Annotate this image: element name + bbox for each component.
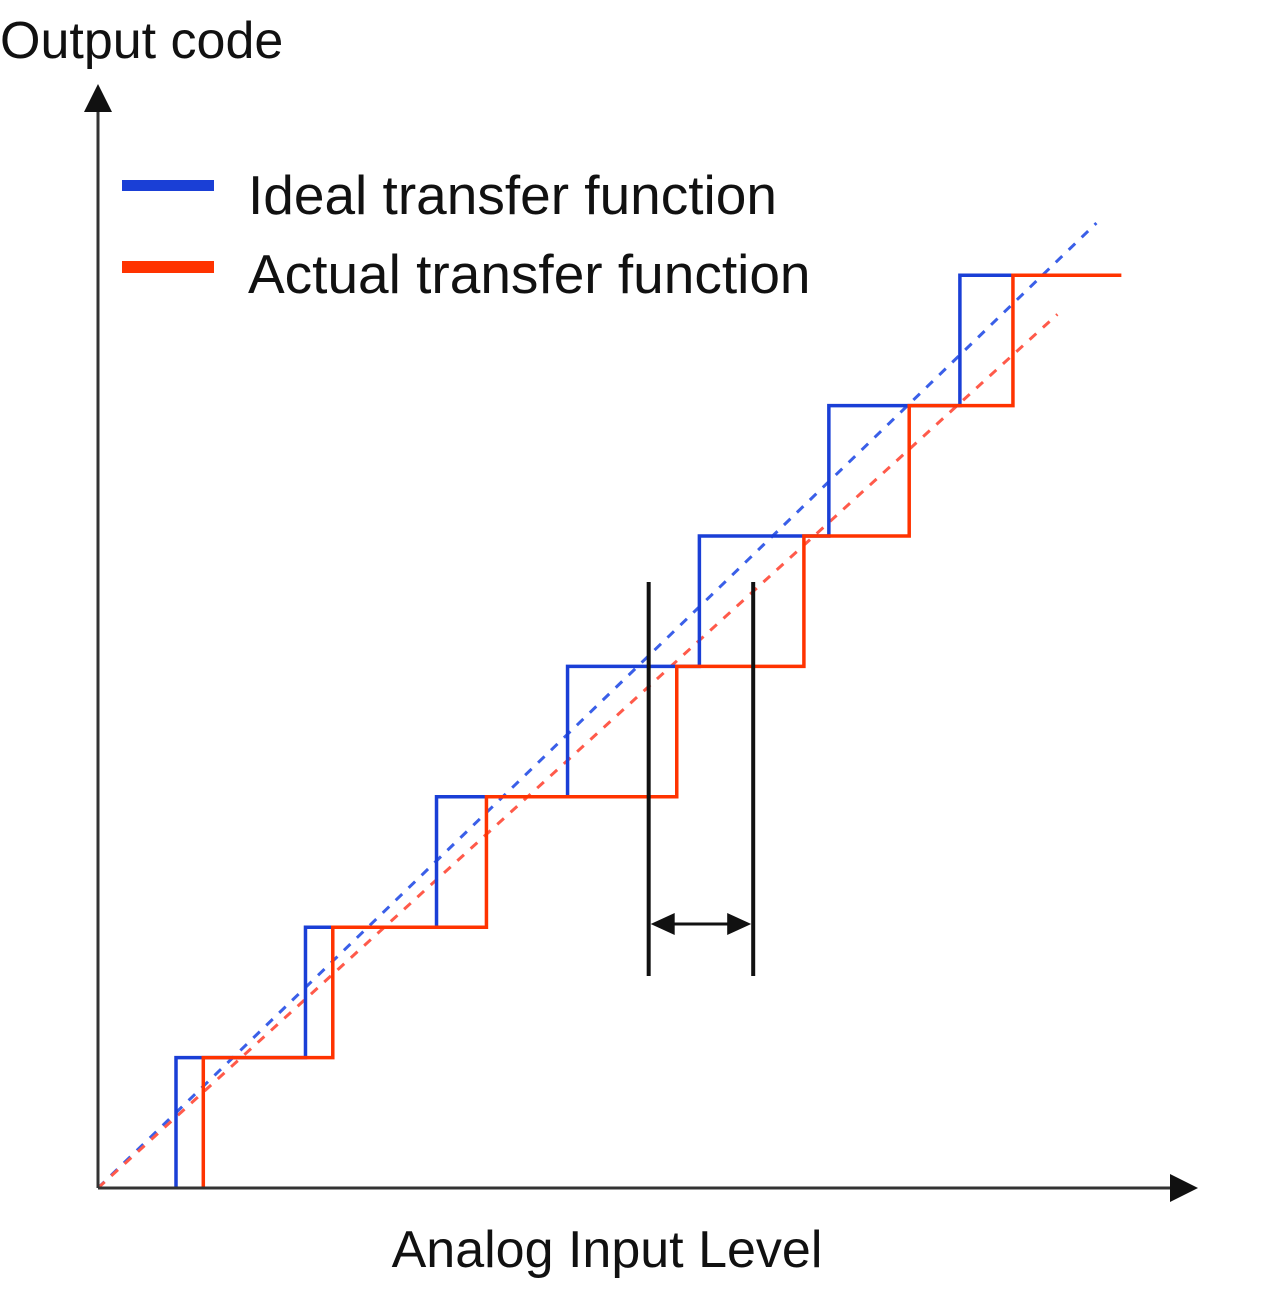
width-marker-arrowhead-left [650,913,675,935]
ideal-reference-line [96,221,1098,1190]
legend-label-ideal: Ideal transfer function [248,164,777,226]
legend-label-actual: Actual transfer function [248,243,811,305]
actual-reference-line [96,313,1059,1190]
ideal-staircase [174,273,1059,1188]
x-axis-arrowhead [1170,1174,1198,1202]
x-axis-label: Analog Input Level [392,1221,823,1279]
legend: Ideal transfer function Actual transfer … [122,164,811,305]
y-axis-label: Output code [0,12,283,70]
legend-swatch-actual [122,261,214,273]
width-marker-arrowhead-right [727,913,752,935]
legend-swatch-ideal [122,180,214,191]
y-axis-arrowhead [84,84,112,112]
actual-staircase [201,273,1122,1188]
